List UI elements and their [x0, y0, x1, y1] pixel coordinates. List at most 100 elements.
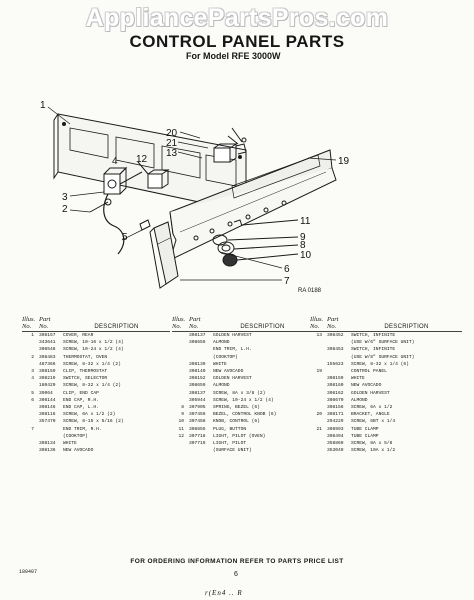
illus-no [310, 433, 327, 440]
ordering-footer: FOR ORDERING INFORMATION REFER TO PARTS … [130, 558, 344, 565]
illus-no [310, 404, 327, 411]
part-no: 308137 [189, 390, 206, 396]
table-row: (COOKTOP) [172, 354, 312, 361]
illus-no [22, 411, 39, 418]
part-description: SCREW, 8-15 x 5/16 (2) [63, 419, 124, 425]
header-illus: Illus.No. [310, 316, 324, 330]
illus-no: 5 [31, 390, 34, 396]
part-no: 307905 [189, 405, 206, 411]
illus-no [172, 375, 189, 382]
illus-no: 11 [178, 426, 184, 432]
part-no: 307458 [189, 419, 206, 425]
illus-no [22, 440, 39, 447]
callout-9: 9 [300, 232, 306, 243]
part-no: 308452 [327, 333, 344, 338]
illus-no: 13 [316, 333, 322, 338]
illus-no [310, 440, 327, 447]
illus-no [22, 447, 39, 454]
part-description: TUBE CLAMP [351, 426, 379, 432]
part-description: (USE W/6" SURFACE UNIT) [351, 340, 415, 346]
part-no [327, 339, 351, 346]
part-description: SCREW, 10A x 1/2 [351, 448, 396, 454]
callout-13: 13 [166, 148, 178, 159]
part-description: SCREW, 8-32 x 1/4 (6) [351, 361, 409, 367]
part-description: CONTROL PANEL [351, 369, 387, 375]
illus-no [310, 361, 327, 368]
part-description: SWITCH, SELECTOR [63, 376, 108, 382]
illus-no [22, 339, 39, 346]
part-description: NEW AVOCADO [213, 369, 244, 375]
part-no: 307718 [189, 433, 206, 439]
page-number: 6 [234, 571, 238, 578]
part-no: 308139 [189, 361, 206, 367]
part-no: 308137 [189, 333, 206, 338]
illus-no [22, 346, 39, 353]
callout-6: 6 [284, 264, 290, 275]
illus-no [172, 368, 189, 375]
part-no: 308162 [327, 390, 344, 396]
part-description: LIGHT, PILOT [213, 441, 247, 447]
page-title: CONTROL PANEL PARTS [129, 32, 345, 51]
part-description: GOLDEN HARVEST [351, 390, 390, 396]
part-no: 308160 [327, 383, 344, 389]
callout-8: 8 [300, 240, 306, 251]
callout-19: 19 [338, 156, 350, 167]
illus-no [310, 447, 327, 454]
callout-5: 5 [122, 232, 128, 243]
part-no: 308159 [327, 376, 344, 382]
part-no: 307456 [189, 412, 206, 418]
illus-no: 8 [181, 405, 184, 411]
part-description: LIGHT, PILOT (OVEN) [213, 433, 266, 439]
illus-no: 20 [316, 412, 322, 418]
part-description: GOLDEN HARVEST [213, 333, 252, 338]
part-no: 308134 [39, 441, 56, 447]
table-row: (COOKTOP) [22, 433, 170, 440]
part-no: 294229 [327, 419, 344, 425]
part-no: 308171 [327, 412, 344, 418]
part-no: 308219 [39, 376, 56, 382]
illus-no [310, 390, 327, 397]
header-description: DESCRIPTION [384, 324, 429, 330]
part-no: 308670 [327, 397, 344, 403]
table-row: END TRIM, L.H. [172, 346, 312, 353]
header-description: DESCRIPTION [240, 324, 285, 330]
part-no: 308655 [189, 340, 206, 346]
illus-no [172, 346, 189, 353]
part-no: 357470 [39, 419, 56, 425]
part-description: BEZEL, CONTROL KNOB (6) [213, 412, 277, 418]
illus-no: 6 [31, 397, 34, 403]
part-no: 353049 [327, 448, 344, 454]
watermark: AppliancePartsPros.com [85, 4, 389, 32]
part-description: BRACKET, ANGLE [351, 412, 390, 418]
illus-no [172, 447, 189, 454]
infinite-switch [213, 127, 247, 163]
callout-1: 1 [40, 100, 46, 111]
illus-no [310, 339, 327, 346]
part-description: SCREW, 8-32 x 1/4 (2) [63, 383, 121, 389]
part-description: SCREW, 10-24 x 1/2 (4) [63, 347, 124, 353]
part-description: END TRIM, R.H. [63, 426, 102, 432]
table-row: 308137 GOLDEN HARVEST [172, 332, 312, 339]
part-no: 343641 [39, 340, 56, 346]
